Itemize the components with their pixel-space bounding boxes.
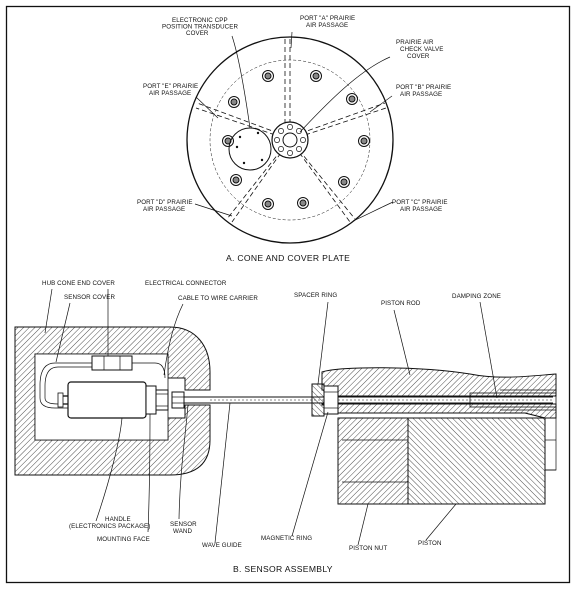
label-electronic-cpp-1: ELECTRONIC CPP xyxy=(172,17,228,24)
label-wave-guide: WAVE GUIDE xyxy=(202,542,242,549)
piston-rod xyxy=(321,367,557,397)
transducer-screws xyxy=(235,131,264,165)
label-sensor-wand-2: WAND xyxy=(173,528,193,535)
label-prairie-check-1: PRAIRIE AIR xyxy=(396,39,434,46)
piston xyxy=(407,417,546,505)
cable-loop xyxy=(39,362,92,409)
cover-plate-view xyxy=(186,31,394,244)
label-port-c-2: AIR PASSAGE xyxy=(400,206,442,213)
label-port-e-1: PORT "E" PRAIRIE xyxy=(143,83,198,90)
leader-lines-a xyxy=(194,31,394,222)
label-prairie-check-3: COVER xyxy=(407,53,430,60)
check-valve-ring-holes xyxy=(274,124,306,156)
sensor-assembly-view xyxy=(14,326,557,505)
label-spacer-ring: SPACER RING xyxy=(294,292,337,299)
label-port-a-1: PORT "A" PRAIRIE xyxy=(300,15,355,22)
label-port-b-1: PORT "B" PRAIRIE xyxy=(396,84,451,91)
label-piston-rod: PISTON ROD xyxy=(381,300,421,307)
label-piston: PISTON xyxy=(418,540,442,547)
label-port-d-2: AIR PASSAGE xyxy=(143,206,185,213)
label-port-b-2: AIR PASSAGE xyxy=(400,91,442,98)
magnetic-ring xyxy=(323,385,339,415)
label-handle-2: (ELECTRONICS PACKAGE) xyxy=(69,523,150,530)
part-b-labels: HUB CONE END COVER ELECTRICAL CONNECTOR … xyxy=(42,280,501,574)
label-electronic-cpp-3: COVER xyxy=(186,30,209,37)
label-prairie-check-2: CHECK VALVE xyxy=(400,46,444,53)
outer-frame xyxy=(5,5,571,584)
label-port-e-2: AIR PASSAGE xyxy=(149,90,191,97)
label-hub-cone: HUB CONE END COVER xyxy=(42,280,115,287)
label-electrical-connector: ELECTRICAL CONNECTOR xyxy=(145,280,227,287)
mounting-face xyxy=(145,385,157,415)
label-cable: CABLE TO WIRE CARRIER xyxy=(178,295,258,302)
label-magnetic-ring: MAGNETIC RING xyxy=(261,535,312,542)
label-port-d-1: PORT "D" PRAIRIE xyxy=(137,199,193,206)
label-handle-1: HANDLE xyxy=(105,516,131,523)
bolt-holes xyxy=(222,70,370,210)
part-a-labels: ELECTRONIC CPP POSITION TRANSDUCER COVER… xyxy=(137,15,451,263)
cover-plate-outer xyxy=(186,36,394,244)
label-damping-zone: DAMPING ZONE xyxy=(452,293,501,300)
label-sensor-cover: SENSOR COVER xyxy=(64,294,115,301)
caption-cone-cover-plate: A. CONE AND COVER PLATE xyxy=(226,253,350,263)
electronics-handle xyxy=(67,381,147,419)
wand-nut xyxy=(171,391,185,409)
label-port-c-1: PORT "C" PRAIRIE xyxy=(392,199,448,206)
piston-nut xyxy=(337,417,409,505)
spacer-ring xyxy=(311,383,325,417)
piston-rod-lower xyxy=(321,403,557,419)
label-electronic-cpp-2: POSITION TRANSDUCER xyxy=(162,24,238,31)
damping-zone xyxy=(469,392,557,408)
label-sensor-wand-1: SENSOR xyxy=(170,521,197,528)
leader-lines-b xyxy=(44,288,498,546)
label-port-a-2: AIR PASSAGE xyxy=(306,22,348,29)
label-piston-nut: PISTON NUT xyxy=(349,545,387,552)
electrical-connector xyxy=(91,355,133,371)
caption-sensor-assembly: B. SENSOR ASSEMBLY xyxy=(233,564,333,574)
transducer-cover xyxy=(228,127,272,171)
label-mounting-face: MOUNTING FACE xyxy=(97,536,150,543)
